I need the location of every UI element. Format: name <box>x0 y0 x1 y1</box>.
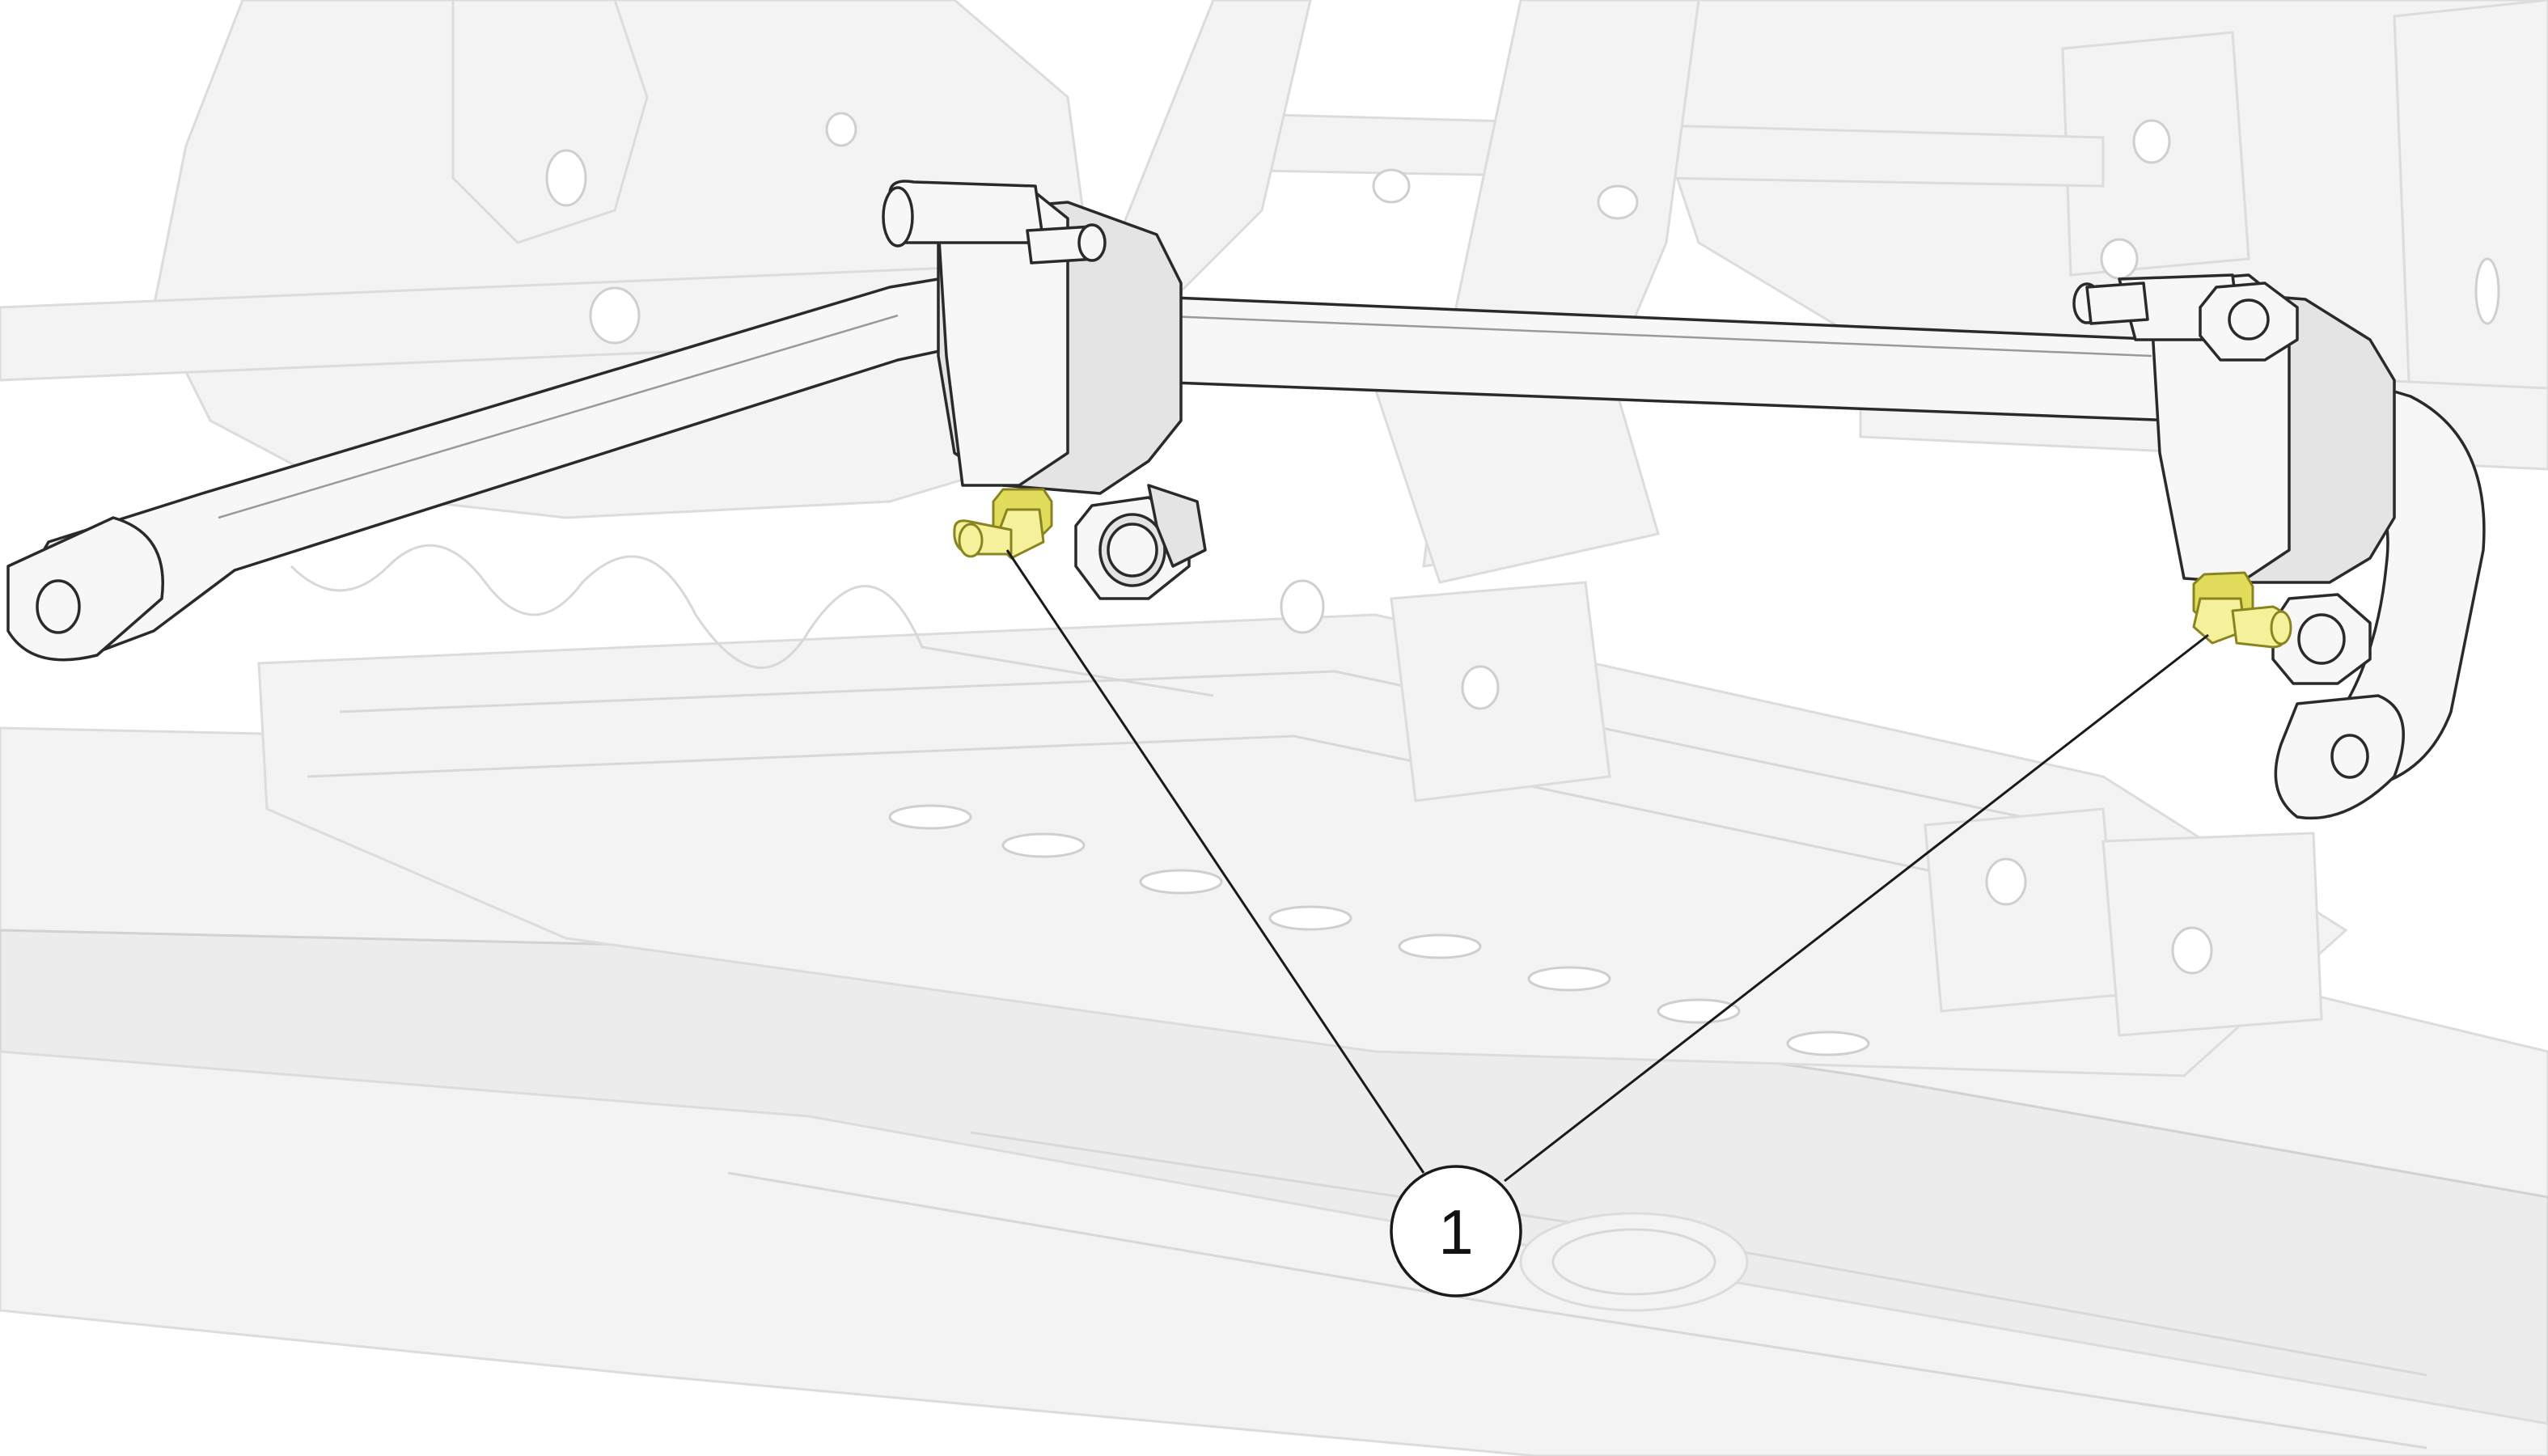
right-grease-fitting <box>2192 571 2292 649</box>
left-bushing-bracket <box>882 180 1207 600</box>
leader-line-right <box>1504 633 2209 1183</box>
sway-bar <box>6 277 2486 820</box>
leader-line-left <box>1005 549 1425 1174</box>
callout-1: 1 <box>1005 549 2209 1297</box>
right-bushing-bracket <box>2072 273 2396 685</box>
callout-circle <box>1390 1165 1522 1297</box>
callout-label: 1 <box>1438 1196 1473 1268</box>
left-grease-fitting <box>953 488 1053 560</box>
